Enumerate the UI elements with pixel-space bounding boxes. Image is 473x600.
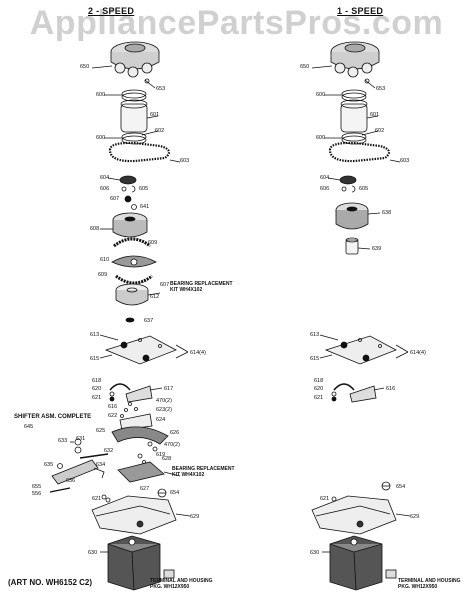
label-650: 650	[80, 64, 90, 70]
label-r653: 653	[376, 86, 386, 92]
label-622: 622	[108, 413, 118, 419]
note-terminal-left-line1: TERMINAL AND HOUSING	[150, 578, 213, 584]
label-606: 606	[100, 186, 110, 192]
label-615: 615	[90, 356, 100, 362]
label-r620: 620	[314, 386, 324, 392]
note-bearing-2-line2: KIT WH4X102	[172, 472, 205, 478]
label-r630: 630	[310, 550, 320, 556]
label-r621-lower: 621	[320, 496, 330, 502]
label-634: 634	[96, 462, 106, 468]
label-r613: 613	[310, 332, 320, 338]
label-625: 625	[96, 428, 106, 434]
label-632: 632	[104, 448, 114, 454]
label-r602: 602	[375, 128, 385, 134]
label-602: 602	[155, 128, 165, 134]
label-653: 653	[156, 86, 166, 92]
art-number: (ART NO. WH6152 C2)	[8, 578, 93, 587]
pump-650-right	[311, 41, 380, 78]
label-r605: 605	[359, 186, 369, 192]
label-610: 610	[100, 257, 110, 263]
label-620: 620	[92, 386, 102, 392]
label-609: 609	[148, 240, 158, 246]
label-603: 603	[180, 158, 190, 164]
label-605: 605	[139, 186, 149, 192]
pump-650-left	[91, 41, 160, 78]
label-r604: 604	[320, 175, 330, 181]
label-617: 617	[164, 386, 174, 392]
label-635: 635	[44, 462, 54, 468]
label-627: 627	[140, 486, 150, 492]
label-655: 655	[32, 484, 42, 490]
title-1-speed: 1 - SPEED	[337, 6, 384, 16]
label-600-lower: 600	[96, 135, 106, 141]
label-470-2-lower: 470(2)	[164, 442, 180, 448]
label-r600: 600	[316, 92, 326, 98]
label-628: 628	[162, 456, 172, 462]
label-r639: 639	[372, 246, 382, 252]
label-621-lower: 621	[92, 496, 102, 502]
label-r615: 615	[310, 356, 320, 362]
label-556: 556	[32, 491, 42, 497]
label-613: 613	[90, 332, 100, 338]
label-r621: 621	[314, 395, 324, 401]
note-terminal-right-line2: PKG. WH12X950	[398, 584, 438, 590]
title-2-speed: 2 - SPEED	[88, 6, 135, 16]
label-614: 614(4)	[190, 350, 206, 356]
label-r606: 606	[320, 186, 330, 192]
label-623-2: 623(2)	[156, 407, 172, 413]
label-612: 612	[150, 294, 160, 300]
label-654: 654	[170, 490, 180, 496]
note-bearing-1-line1: BEARING REPLACEMENT	[170, 281, 233, 287]
label-619: 619	[156, 452, 166, 458]
label-626: 626	[170, 430, 180, 436]
label-624: 624	[156, 417, 166, 423]
label-608: 608	[90, 226, 100, 232]
label-633: 633	[58, 438, 68, 444]
note-terminal-right-line1: TERMINAL AND HOUSING	[398, 578, 461, 584]
label-600: 600	[96, 92, 106, 98]
label-470-2: 470(2)	[156, 398, 172, 404]
label-607-lower: 607	[160, 282, 170, 288]
label-r618: 618	[314, 378, 324, 384]
note-terminal-left-line2: PKG. WH12X950	[150, 584, 190, 590]
label-607: 607	[110, 196, 120, 202]
label-r614: 614(4)	[410, 350, 426, 356]
note-bearing-1-line2: KIT WH4X102	[170, 287, 203, 293]
label-637: 637	[144, 318, 154, 324]
label-631: 631	[76, 436, 86, 442]
label-609-lower: 609	[98, 272, 108, 278]
label-641: 641	[140, 204, 150, 210]
label-645: 645	[24, 424, 34, 430]
label-616: 616	[108, 404, 118, 410]
label-630: 630	[88, 550, 98, 556]
label-r638: 638	[382, 210, 392, 216]
label-r603: 603	[400, 158, 410, 164]
label-r601: 601	[370, 112, 380, 118]
label-604: 604	[100, 175, 110, 181]
label-r654: 654	[396, 484, 406, 490]
label-618: 618	[92, 378, 102, 384]
label-r616: 616	[386, 386, 396, 392]
label-636: 636	[66, 478, 76, 484]
label-r650: 650	[300, 64, 310, 70]
note-bearing-2-line1: BEARING REPLACEMENT	[172, 466, 235, 472]
label-601: 601	[150, 112, 160, 118]
label-r600-lower: 600	[316, 135, 326, 141]
label-r629: 629	[410, 514, 420, 520]
label-629: 629	[190, 514, 200, 520]
shifter-assembly-label: SHIFTER ASM. COMPLETE	[14, 414, 92, 420]
label-621: 621	[92, 395, 102, 401]
